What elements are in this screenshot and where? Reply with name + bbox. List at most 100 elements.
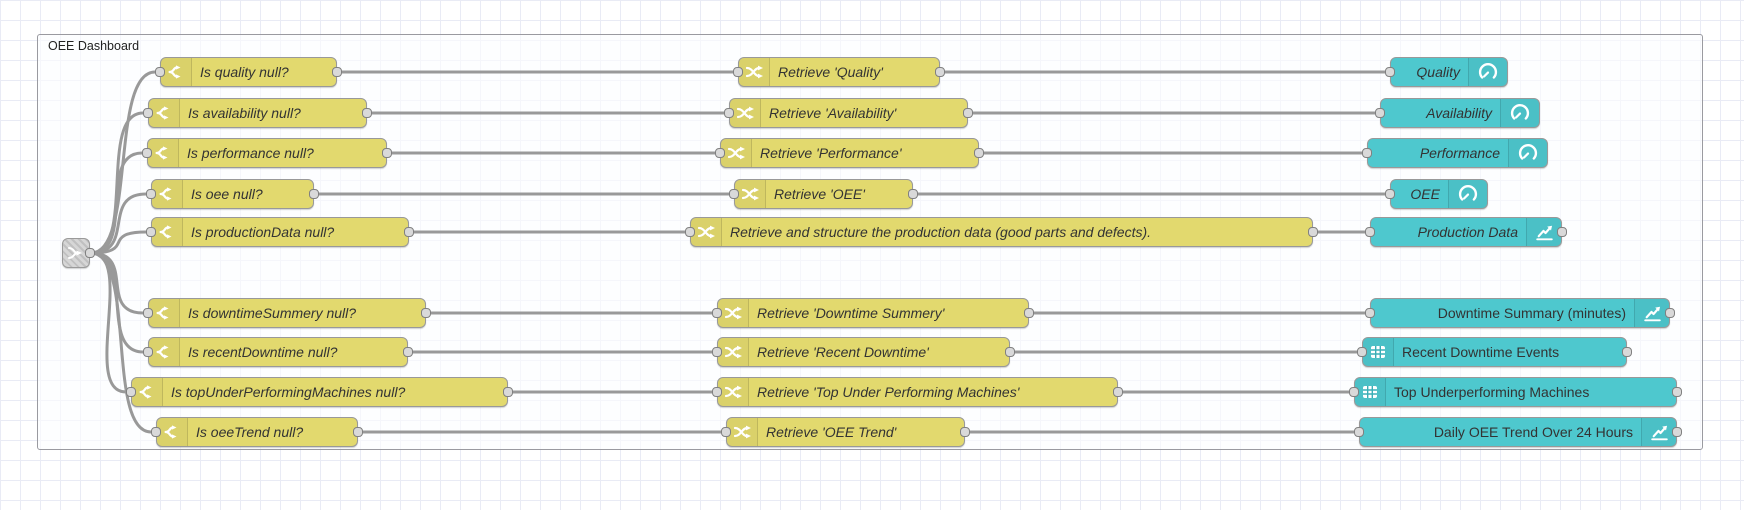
input-port[interactable] xyxy=(712,308,722,318)
link-split-icon xyxy=(66,243,86,263)
output-port[interactable] xyxy=(362,108,372,118)
table-widget-node[interactable]: Recent Downtime Events xyxy=(1357,337,1632,367)
change-icon xyxy=(718,299,749,327)
output-port[interactable] xyxy=(421,308,431,318)
output-port[interactable] xyxy=(1672,427,1682,437)
input-port[interactable] xyxy=(1362,148,1372,158)
input-port[interactable] xyxy=(1365,227,1375,237)
chart-widget-node[interactable]: Downtime Summary (minutes) xyxy=(1365,298,1675,328)
change-node[interactable]: Retrieve 'Top Under Performing Machines' xyxy=(712,377,1123,407)
output-port[interactable] xyxy=(1622,347,1632,357)
table-widget-node[interactable]: Top Underperforming Machines xyxy=(1349,377,1682,407)
output-port[interactable] xyxy=(1024,308,1034,318)
output-port[interactable] xyxy=(1005,347,1015,357)
source-link-node[interactable] xyxy=(62,238,95,268)
switch-node[interactable]: Is performance null? xyxy=(142,138,392,168)
chart-widget-node[interactable]: Production Data xyxy=(1365,217,1567,247)
switch-node[interactable]: Is oee null? xyxy=(146,179,319,209)
switch-node[interactable]: Is recentDowntime null? xyxy=(143,337,413,367)
output-port[interactable] xyxy=(1557,227,1567,237)
switch-node[interactable]: Is productionData null? xyxy=(146,217,414,247)
change-node[interactable]: Retrieve 'Performance' xyxy=(715,138,984,168)
output-port[interactable] xyxy=(353,427,363,437)
output-port[interactable] xyxy=(382,148,392,158)
input-port[interactable] xyxy=(712,347,722,357)
input-port[interactable] xyxy=(721,427,731,437)
input-port[interactable] xyxy=(685,227,695,237)
change-node[interactable]: Retrieve 'OEE' xyxy=(729,179,918,209)
switch-node[interactable]: Is availability null? xyxy=(143,98,372,128)
switch-icon xyxy=(132,378,163,406)
input-port[interactable] xyxy=(1365,308,1375,318)
input-port[interactable] xyxy=(1357,347,1367,357)
input-port[interactable] xyxy=(1385,189,1395,199)
output-port[interactable] xyxy=(1672,387,1682,397)
output-port[interactable] xyxy=(908,189,918,199)
input-port[interactable] xyxy=(143,108,153,118)
input-port[interactable] xyxy=(142,148,152,158)
input-port[interactable] xyxy=(724,108,734,118)
chart-widget-node[interactable]: Daily OEE Trend Over 24 Hours xyxy=(1354,417,1682,447)
wire[interactable] xyxy=(89,230,148,255)
node-label: Retrieve 'OEE Trend' xyxy=(766,424,897,440)
wire[interactable] xyxy=(89,151,144,255)
gauge-widget-node[interactable]: Performance xyxy=(1362,138,1548,168)
change-node[interactable]: Retrieve 'OEE Trend' xyxy=(721,417,970,447)
node-label: Is quality null? xyxy=(200,64,289,80)
input-port[interactable] xyxy=(143,308,153,318)
input-port[interactable] xyxy=(146,189,156,199)
wire[interactable] xyxy=(89,192,148,255)
output-port[interactable] xyxy=(1665,308,1675,318)
switch-node[interactable]: Is quality null? xyxy=(155,57,342,87)
output-port[interactable] xyxy=(309,189,319,199)
change-node[interactable]: Retrieve 'Quality' xyxy=(733,57,945,87)
change-node[interactable]: Retrieve 'Recent Downtime' xyxy=(712,337,1015,367)
output-port[interactable] xyxy=(503,387,513,397)
switch-node[interactable]: Is oeeTrend null? xyxy=(151,417,363,447)
output-port[interactable] xyxy=(963,108,973,118)
wire[interactable] xyxy=(89,251,153,434)
output-port[interactable] xyxy=(403,347,413,357)
output-port[interactable] xyxy=(960,427,970,437)
input-port[interactable] xyxy=(1349,387,1359,397)
wire[interactable] xyxy=(89,251,128,394)
input-port[interactable] xyxy=(733,67,743,77)
input-port[interactable] xyxy=(1354,427,1364,437)
output-port[interactable] xyxy=(85,248,95,258)
node-label: Retrieve 'Top Under Performing Machines' xyxy=(757,384,1020,400)
gauge-icon xyxy=(1508,139,1547,167)
input-port[interactable] xyxy=(146,227,156,237)
change-icon xyxy=(730,99,761,127)
node-label: Is oeeTrend null? xyxy=(196,424,304,440)
input-port[interactable] xyxy=(729,189,739,199)
gauge-icon xyxy=(1468,58,1507,86)
output-port[interactable] xyxy=(1308,227,1318,237)
gauge-widget-node[interactable]: OEE xyxy=(1385,179,1488,209)
input-port[interactable] xyxy=(126,387,136,397)
input-port[interactable] xyxy=(1375,108,1385,118)
change-node[interactable]: Retrieve 'Downtime Summery' xyxy=(712,298,1034,328)
output-port[interactable] xyxy=(1113,387,1123,397)
line-chart-icon xyxy=(1634,299,1669,327)
switch-node[interactable]: Is topUnderPerformingMachines null? xyxy=(126,377,513,407)
node-label: Is performance null? xyxy=(187,145,314,161)
output-port[interactable] xyxy=(935,67,945,77)
input-port[interactable] xyxy=(712,387,722,397)
switch-node[interactable]: Is downtimeSummery null? xyxy=(143,298,431,328)
output-port[interactable] xyxy=(332,67,342,77)
node-label: Is productionData null? xyxy=(191,224,335,240)
output-port[interactable] xyxy=(974,148,984,158)
change-node[interactable]: Retrieve and structure the production da… xyxy=(685,217,1318,247)
output-port[interactable] xyxy=(404,227,414,237)
node-label: Availability xyxy=(1426,105,1492,121)
gauge-widget-node[interactable]: Quality xyxy=(1385,57,1508,87)
input-port[interactable] xyxy=(715,148,725,158)
input-port[interactable] xyxy=(155,67,165,77)
input-port[interactable] xyxy=(1385,67,1395,77)
gauge-widget-node[interactable]: Availability xyxy=(1375,98,1540,128)
input-port[interactable] xyxy=(151,427,161,437)
change-node[interactable]: Retrieve 'Availability' xyxy=(724,98,973,128)
input-port[interactable] xyxy=(143,347,153,357)
